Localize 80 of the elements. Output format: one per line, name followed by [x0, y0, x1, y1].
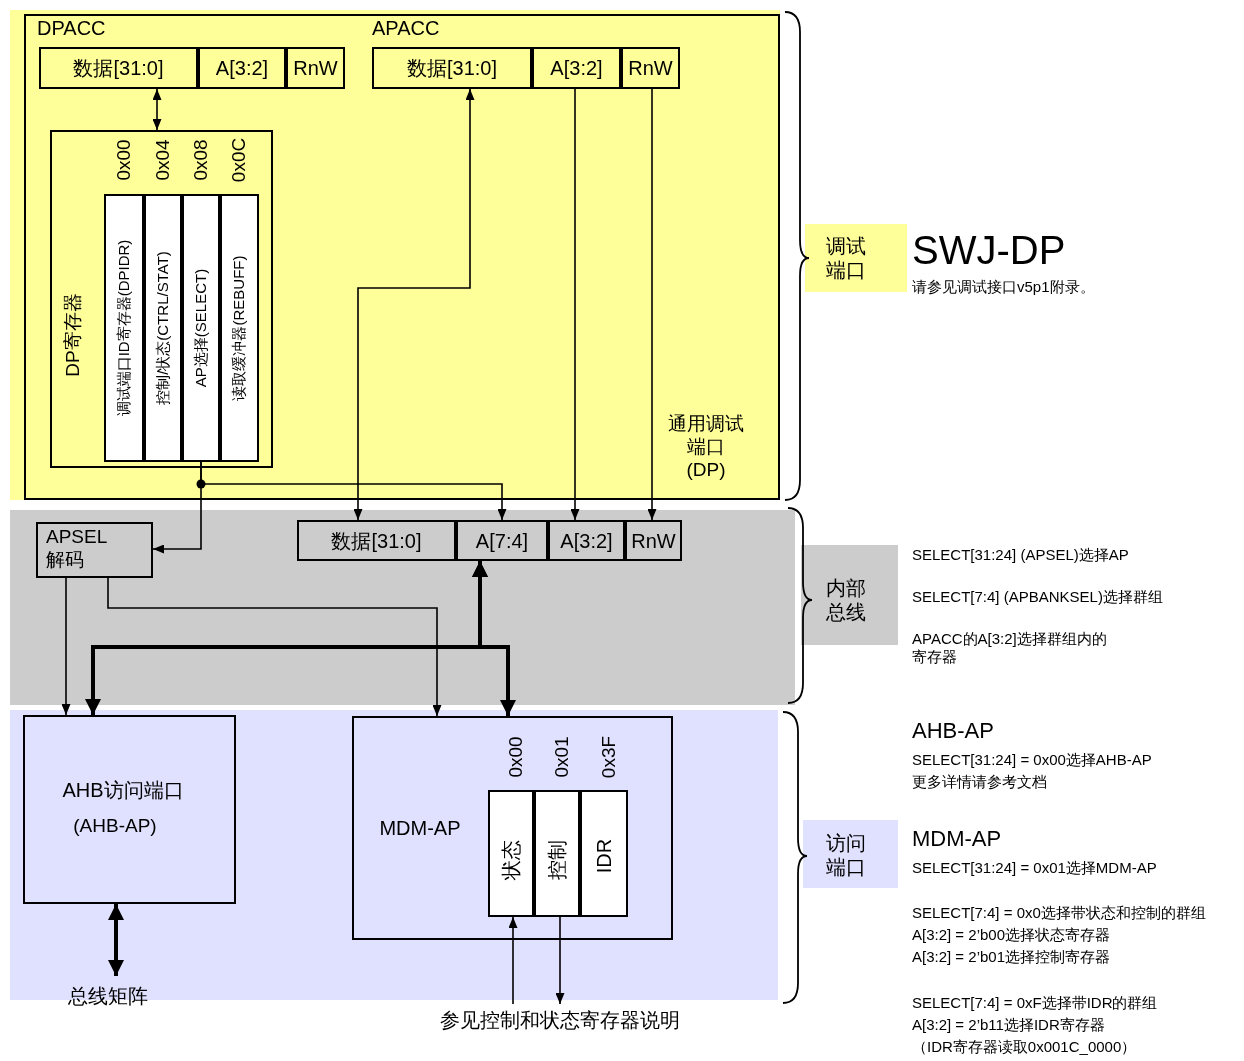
section-title: SWJ-DP	[912, 227, 1066, 274]
field-label: A[7:4]	[475, 528, 529, 553]
field-label: RnW	[631, 528, 676, 553]
note-text: 请参见调试接口v5p1附录。	[912, 278, 1095, 296]
field-box	[39, 47, 198, 89]
address-label: 0x04	[151, 139, 174, 181]
field-box	[625, 520, 682, 561]
note-text: A[3:2] = 2’b11选择IDR寄存器	[912, 1016, 1105, 1034]
register-block	[50, 130, 273, 468]
register-label: 状态	[499, 840, 523, 880]
section-tag	[805, 224, 907, 292]
arrow	[61, 577, 71, 716]
field-box	[548, 520, 625, 561]
field-box	[372, 47, 532, 89]
note-text: SELECT[31:24] (APSEL)选择AP	[912, 546, 1129, 564]
field-box	[456, 520, 548, 561]
field-box	[621, 47, 680, 89]
field-label: A[3:2]	[560, 528, 613, 553]
note-text: 更多详情请参考文档	[912, 773, 1047, 791]
caption-text: 参见控制和状态寄存器说明	[418, 1004, 702, 1036]
arrow	[353, 88, 475, 521]
note-text: SELECT[7:4] = 0xF选择带IDR的群组	[912, 994, 1158, 1012]
field-label: 数据[31:0]	[73, 56, 164, 80]
arrow	[570, 88, 580, 521]
box-label: 通用调试端口 (DP)	[667, 412, 745, 482]
field-box	[198, 47, 286, 89]
access-port-box	[352, 716, 673, 940]
arrow	[200, 461, 507, 521]
field-label: RnW	[628, 56, 673, 80]
field-label: RnW	[293, 56, 338, 80]
arrow	[152, 88, 162, 131]
note-text: A[3:2] = 2’b01选择控制寄存器	[912, 948, 1110, 966]
address-label: 0x0C	[227, 137, 250, 183]
note-text: A[3:2] = 2’b00选择状态寄存器	[912, 926, 1110, 944]
register-label: 读取缓冲器(REBUFF)	[230, 255, 248, 401]
arrow	[555, 916, 565, 1005]
field-label: A[3:2]	[550, 56, 603, 80]
address-label: 0x01	[550, 736, 573, 778]
register-label: 控制	[545, 840, 569, 880]
box-label: AHB访问端口	[62, 778, 184, 802]
field-box	[532, 47, 621, 89]
arrow	[107, 577, 442, 717]
section-label: 内部总线	[826, 576, 867, 624]
section-tag	[801, 545, 898, 645]
note-text: SELECT[31:24] = 0x01选择MDM-AP	[912, 859, 1157, 877]
address-label: 0x00	[504, 736, 527, 778]
note-text: SELECT[7:4] = 0x0选择带状态和控制的群组	[912, 904, 1206, 922]
port-heading: AHB-AP	[912, 718, 994, 745]
decoder-box	[36, 522, 153, 578]
bus-arrow	[108, 904, 124, 976]
note-text: SELECT[31:24] = 0x00选择AHB-AP	[912, 751, 1152, 769]
field-label: 数据[31:0]	[331, 528, 422, 553]
address-label: 0x3F	[597, 735, 620, 779]
note-text: APACC的A[3:2]选择群组内的寄存器	[912, 630, 1108, 666]
arrow	[647, 88, 657, 521]
address-label: 0x08	[189, 139, 212, 181]
address-label: 0x00	[112, 139, 135, 181]
group-heading: DPACC	[37, 16, 106, 40]
field-box	[286, 47, 345, 89]
section-label: 访问端口	[826, 831, 867, 879]
box-label: APSEL 解码	[46, 526, 108, 572]
register-label: IDR	[592, 838, 616, 874]
register-label: 控制/状态(CTRL/STAT)	[154, 251, 172, 405]
section-tag	[803, 820, 898, 888]
block-label: DP寄存器	[61, 293, 84, 377]
box-label: MDM-AP	[379, 816, 461, 840]
group-heading: APACC	[372, 16, 440, 40]
register-label: 调试端口ID寄存器(DPIDR)	[115, 239, 133, 417]
field-label: A[3:2]	[215, 56, 269, 80]
note-text: SELECT[7:4] (APBANKSEL)选择群组	[912, 588, 1163, 606]
note-text: （IDR寄存器读取0x001C_0000）	[912, 1038, 1137, 1056]
field-box	[297, 520, 456, 561]
box-label: (AHB-AP)	[73, 814, 157, 838]
arrow	[508, 916, 518, 1005]
section-label: 调试端口	[826, 234, 867, 282]
access-port-box	[23, 715, 236, 904]
caption-text: 总线矩阵	[58, 976, 158, 1016]
port-heading: MDM-AP	[912, 826, 1002, 853]
field-label: 数据[31:0]	[407, 56, 497, 80]
register-label: AP选择(SELECT)	[192, 268, 210, 388]
